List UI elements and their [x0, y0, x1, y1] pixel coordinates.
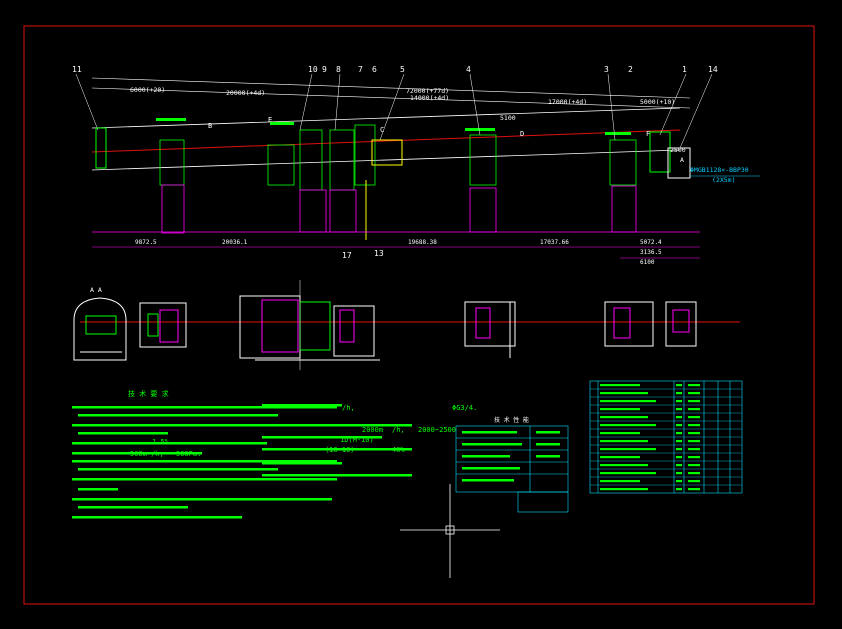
callout-9: 9 — [322, 65, 327, 74]
note-line1: ΦMGB1128×-BBP30 — [690, 166, 749, 174]
spec-table — [455, 425, 569, 513]
section-d-view — [464, 301, 516, 358]
note-marker: A — [680, 156, 684, 164]
note-line2: (2X5m) — [712, 176, 735, 184]
bdim-7: 6100 — [640, 259, 655, 266]
svg-text:500m /h,: 500m /h, — [130, 450, 164, 458]
callout-7: 7 — [358, 65, 363, 74]
dim-8: 5100 — [500, 114, 516, 122]
callout-17: 17 — [342, 251, 352, 260]
svg-text:ΦG3/4.: ΦG3/4. — [452, 404, 477, 412]
svg-text:/h,: /h, — [342, 404, 355, 412]
bottom-dimensions: 9872.5 20036.1 19688.38 17037.66 5072.4 … — [135, 239, 662, 266]
top-dimensions: 6000(+20) 20000(+4d) 72000(+77d) 14000(+… — [130, 86, 686, 154]
section-e-view — [604, 301, 697, 347]
notes-title: 技 术 要 求 — [128, 389, 169, 398]
dim-4: 14000(+4d) — [410, 94, 449, 102]
bdim-4: 17037.66 — [540, 239, 569, 246]
svg-text:(10~10): (10~10) — [325, 446, 355, 454]
section-c-view — [239, 280, 380, 370]
callout-11: 11 — [72, 65, 82, 74]
notes-mid-values: /h, ΦG3/4. 2000m /h, 2000~2500 1.5% 500m… — [130, 404, 477, 458]
section-a-view: A A — [73, 286, 127, 361]
notes-block — [72, 404, 412, 519]
drawing-frame — [23, 25, 815, 605]
parts-list-rows — [590, 388, 742, 486]
dim-5: 17000(+4d) — [548, 98, 587, 106]
callout-8: 8 — [336, 65, 341, 74]
dim-7: 2500 — [670, 146, 686, 154]
callout-13: 13 — [374, 249, 384, 258]
svg-text:2000m: 2000m — [362, 426, 383, 434]
section-e: E — [268, 116, 272, 124]
parts-list-fill — [600, 384, 700, 491]
svg-text:2000~2500: 2000~2500 — [418, 426, 456, 434]
bdim-5: 5072.4 — [640, 239, 662, 246]
section-b-view — [139, 302, 187, 348]
section-c: C — [380, 126, 384, 134]
cad-crosshair-cursor[interactable] — [400, 484, 500, 578]
kiln-elevation — [91, 77, 700, 259]
dim-1: 6000(+20) — [130, 86, 165, 94]
callout-14: 14 — [708, 65, 718, 74]
bdim-3: 19688.38 — [408, 239, 437, 246]
callout-5: 5 — [400, 65, 405, 74]
callout-6: 6 — [372, 65, 377, 74]
svg-text:40%: 40% — [392, 446, 405, 454]
callout-10: 10 — [308, 65, 318, 74]
spec-title: 技 术 性 能 — [494, 416, 529, 424]
svg-text:/h,: /h, — [392, 426, 405, 434]
dim-6: 5000(+10) — [640, 98, 675, 106]
part-callouts: 11 10 9 8 7 6 5 4 3 2 1 14 17 13 — [72, 65, 718, 260]
section-f: F — [646, 130, 650, 138]
section-d: D — [520, 130, 524, 138]
svg-text:500Pa.: 500Pa. — [176, 450, 201, 458]
callout-2: 2 — [628, 65, 633, 74]
section-b: B — [208, 122, 212, 130]
callout-3: 3 — [604, 65, 609, 74]
bdim-2: 20036.1 — [222, 239, 248, 246]
svg-text:1D(M-10): 1D(M-10) — [340, 436, 374, 444]
callout-1: 1 — [682, 65, 687, 74]
callout-4: 4 — [466, 65, 471, 74]
dim-2: 20000(+4d) — [226, 89, 265, 97]
svg-text:A A: A A — [90, 286, 102, 294]
bdim-6: 3136.5 — [640, 249, 662, 256]
dim-3: 72000(+77d) — [406, 87, 449, 95]
right-note: A ΦMGB1128×-BBP30 (2X5m) — [680, 156, 749, 184]
svg-text:1.5%: 1.5% — [152, 438, 170, 446]
callout-leaders — [75, 73, 713, 149]
bdim-1: 9872.5 — [135, 239, 157, 246]
section-markers: B C D E F — [208, 116, 650, 138]
